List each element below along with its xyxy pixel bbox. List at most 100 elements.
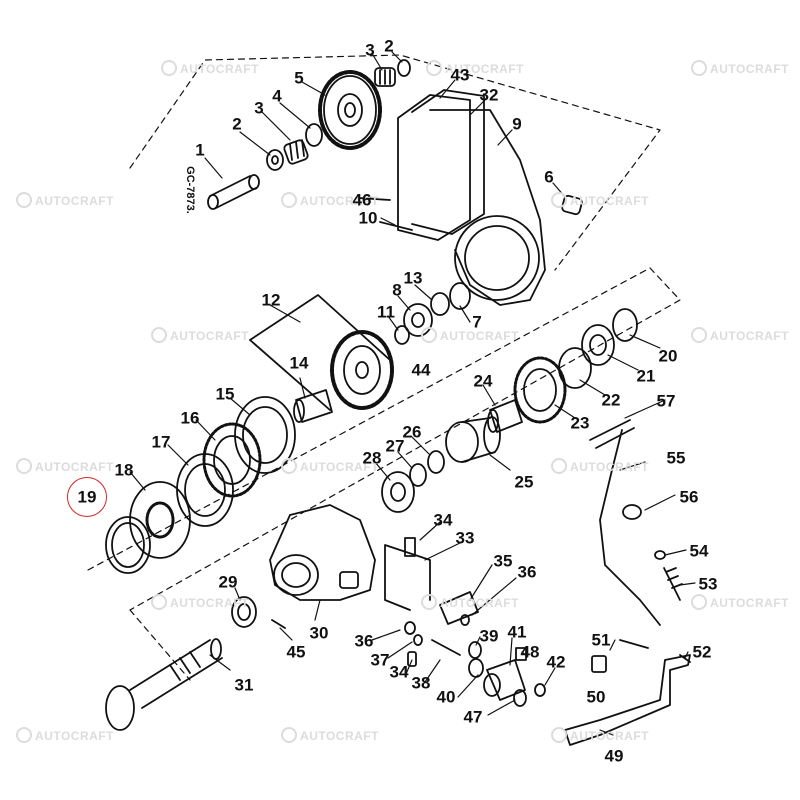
part-number-52[interactable]: 52 <box>692 642 712 662</box>
part-number-56[interactable]: 56 <box>679 487 699 507</box>
part-number-34[interactable]: 34 <box>433 510 453 530</box>
part-number-22[interactable]: 22 <box>601 390 621 410</box>
part-number-46[interactable]: 46 <box>352 190 372 210</box>
watermark: AUTOCRAFT <box>551 458 649 474</box>
washer-part-19-inner <box>111 522 145 568</box>
part-number-18[interactable]: 18 <box>114 460 134 480</box>
part-number-26[interactable]: 26 <box>402 422 422 442</box>
part-number-9[interactable]: 9 <box>512 114 522 134</box>
watermark: AUTOCRAFT <box>161 60 259 76</box>
part-number-43[interactable]: 43 <box>450 65 470 85</box>
washer-part-2a <box>266 149 284 171</box>
ring-part-39 <box>468 641 482 659</box>
part-number-17[interactable]: 17 <box>151 432 171 452</box>
part-number-38[interactable]: 38 <box>411 673 431 693</box>
part-number-14[interactable]: 14 <box>289 353 309 373</box>
part-number-2[interactable]: 2 <box>232 114 242 134</box>
bearing-part-21 <box>581 324 615 366</box>
part-number-36[interactable]: 36 <box>517 562 537 582</box>
part-number-23[interactable]: 23 <box>570 413 590 433</box>
ring-part-26 <box>427 450 445 474</box>
watermark: AUTOCRAFT <box>691 594 789 610</box>
washer-part-11 <box>394 325 410 345</box>
part-number-5[interactable]: 5 <box>294 68 304 88</box>
bushing-part-25 <box>445 416 501 463</box>
part-number-30[interactable]: 30 <box>309 623 329 643</box>
ring-part-20 <box>612 308 638 342</box>
ring-part-47 <box>513 689 527 707</box>
part-number-1[interactable]: 1 <box>195 140 205 160</box>
part-number-48[interactable]: 48 <box>520 642 540 662</box>
part-number-7[interactable]: 7 <box>472 312 482 332</box>
watermark: AUTOCRAFT <box>16 192 114 208</box>
part-number-39[interactable]: 39 <box>479 626 499 646</box>
part-number-28[interactable]: 28 <box>362 448 382 468</box>
part-number-8[interactable]: 8 <box>392 280 402 300</box>
disc-part-15-inner <box>242 406 288 464</box>
watermark: AUTOCRAFT <box>421 594 519 610</box>
part-number-49[interactable]: 49 <box>604 746 624 766</box>
part-number-25[interactable]: 25 <box>514 472 534 492</box>
part-number-51[interactable]: 51 <box>591 630 611 650</box>
part-number-6[interactable]: 6 <box>544 167 554 187</box>
washer-part-2a-inner <box>271 155 279 165</box>
part-number-37[interactable]: 37 <box>370 650 390 670</box>
washer-part-4 <box>305 123 323 147</box>
part-number-47[interactable]: 47 <box>463 707 483 727</box>
pin-part-45 <box>271 619 286 629</box>
part-number-50[interactable]: 50 <box>586 687 606 707</box>
watermark: AUTOCRAFT <box>281 727 379 743</box>
gear-part-5 <box>318 70 382 150</box>
housing-part-30 <box>269 504 376 601</box>
part-number-24[interactable]: 24 <box>473 371 493 391</box>
plate-part-17 <box>176 453 234 527</box>
assembly-boundary-lines <box>87 54 681 681</box>
part-number-2[interactable]: 2 <box>384 36 394 56</box>
part-number-35[interactable]: 35 <box>493 551 513 571</box>
washer-part-42 <box>534 683 546 697</box>
part-number-20[interactable]: 20 <box>658 346 678 366</box>
housing-part-9 <box>397 89 546 306</box>
watermark: AUTOCRAFT <box>281 192 379 208</box>
part-number-45[interactable]: 45 <box>286 642 306 662</box>
bearing-part-21-inner <box>589 334 607 356</box>
part-number-32[interactable]: 32 <box>479 85 499 105</box>
washer-part-54 <box>654 550 666 560</box>
part-number-16[interactable]: 16 <box>180 408 200 428</box>
part-number-31[interactable]: 31 <box>234 675 254 695</box>
part-number-54[interactable]: 54 <box>689 541 709 561</box>
part-number-53[interactable]: 53 <box>698 574 718 594</box>
part-number-3[interactable]: 3 <box>365 40 375 60</box>
part-number-21[interactable]: 21 <box>636 366 656 386</box>
part-number-33[interactable]: 33 <box>455 528 475 548</box>
part-number-44[interactable]: 44 <box>411 360 431 380</box>
watermark: AUTOCRAFT <box>16 727 114 743</box>
watermark: AUTOCRAFT <box>281 458 379 474</box>
part-number-29[interactable]: 29 <box>218 572 238 592</box>
part-number-57[interactable]: 57 <box>656 391 676 411</box>
part-number-41[interactable]: 41 <box>507 622 527 642</box>
pin-part-51 <box>619 639 649 649</box>
ring-part-7 <box>449 282 471 310</box>
part-number-36[interactable]: 36 <box>354 631 374 651</box>
bearing-part-28-inner <box>390 482 406 502</box>
part-number-40[interactable]: 40 <box>436 687 456 707</box>
part-number-27[interactable]: 27 <box>385 436 405 456</box>
watermark: AUTOCRAFT <box>421 327 519 343</box>
part-number-11[interactable]: 11 <box>377 302 395 322</box>
watermark: AUTOCRAFT <box>551 727 649 743</box>
part-number-4[interactable]: 4 <box>272 86 282 106</box>
pin-part-1 <box>207 174 260 210</box>
part-number-55[interactable]: 55 <box>666 448 686 468</box>
part-number-15[interactable]: 15 <box>215 384 235 404</box>
part-number-10[interactable]: 10 <box>358 208 378 228</box>
part-number-34[interactable]: 34 <box>389 662 409 682</box>
part-number-12[interactable]: 12 <box>261 290 281 310</box>
bearing-part-8 <box>403 303 433 337</box>
part-number-19[interactable]: 19 <box>77 487 97 507</box>
part-number-13[interactable]: 13 <box>403 268 423 288</box>
part-number-42[interactable]: 42 <box>546 652 566 672</box>
washer-part-2b <box>397 59 411 77</box>
part-number-3[interactable]: 3 <box>254 98 264 118</box>
